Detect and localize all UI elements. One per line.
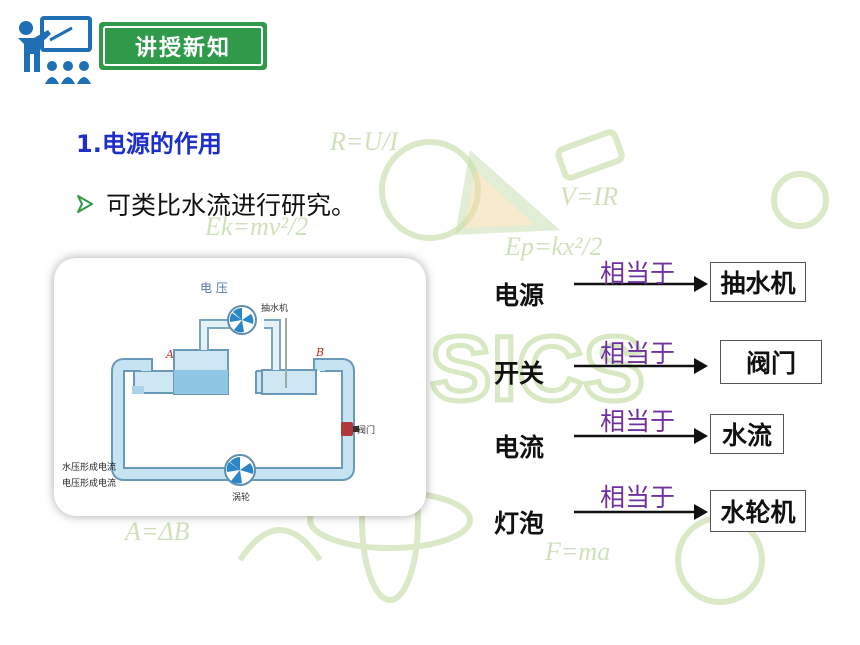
watermark-formula: Ep=kx²/2 [504, 232, 603, 261]
watermark-formula: A=ΔB [123, 517, 190, 546]
analogy-term: 开关 [494, 359, 545, 388]
section-badge: 讲授新知 [99, 22, 267, 70]
right-arrow-icon [574, 428, 708, 444]
turbine-fan-icon [224, 454, 256, 486]
caption-line-1: 水压形成电流 [62, 461, 116, 473]
watermark-letters: SICS [430, 318, 645, 420]
pump-label: 抽水机 [261, 302, 288, 314]
pump-fan-icon [227, 305, 257, 335]
container-a-label: A [165, 348, 174, 361]
caption-line-2: 电压形成电流 [62, 477, 116, 489]
analogy-row: 灯泡 相当于 水轮机 [494, 483, 854, 550]
right-arrow-icon [574, 358, 708, 374]
container-b-label: B [315, 346, 324, 359]
analogy-row: 电流 相当于 水流 [494, 407, 854, 474]
analogy-row: 开关 相当于 阀门 [494, 339, 854, 400]
turbine-label: 涡轮 [232, 491, 250, 503]
watermark-formula: R=U/I [329, 127, 399, 156]
water-circuit-diagram: 电 压 抽水机 A B 阀门 [54, 258, 426, 516]
analogy-equivalent: 水流 [710, 414, 784, 454]
analogy-term: 电流 [494, 433, 545, 462]
watermark-formula: F=ma [544, 537, 610, 566]
analogy-relation: 相当于 [600, 407, 676, 436]
analogy-relation: 相当于 [600, 259, 676, 288]
analogy-equivalent: 水轮机 [710, 490, 806, 532]
valve-icon [341, 422, 359, 436]
analogy-term: 电源 [494, 281, 545, 310]
analogy-term: 灯泡 [494, 509, 545, 538]
section-title: 1.电源的作用 [76, 130, 222, 158]
diagram-title: 电 压 [200, 281, 228, 295]
analogy-equivalent: 抽水机 [710, 262, 806, 302]
bullet-arrow-icon [77, 195, 93, 213]
analogy-equivalent: 阀门 [720, 340, 822, 384]
bullet-text: 可类比水流进行研究。 [106, 191, 357, 220]
analogy-row: 电源 相当于 抽水机 [494, 259, 854, 322]
watermark-formula: V=IR [560, 182, 618, 211]
analogy-relation: 相当于 [600, 339, 676, 368]
right-arrow-icon [574, 504, 708, 520]
section-badge-label: 讲授新知 [103, 26, 263, 66]
teacher-presentation-icon [18, 16, 92, 84]
watermark-formula: Ek=mv²/2 [204, 212, 308, 241]
bullet-item: 可类比水流进行研究。 [76, 186, 356, 222]
valve-label: 阀门 [357, 424, 375, 436]
analogy-relation: 相当于 [600, 483, 676, 512]
right-arrow-icon [574, 276, 708, 292]
